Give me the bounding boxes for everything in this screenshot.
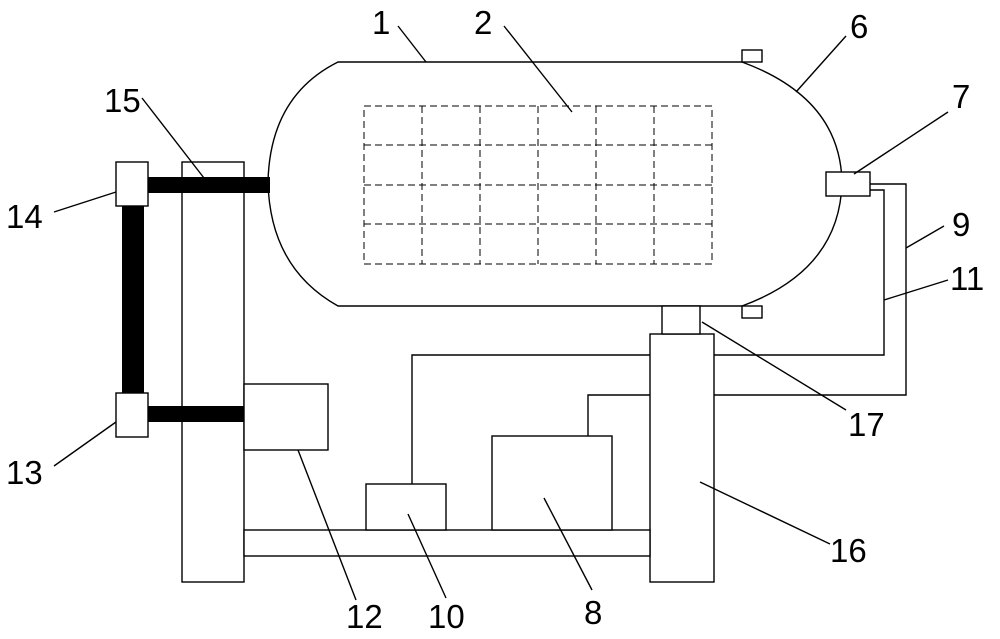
pipe-11 xyxy=(411,189,885,484)
label-13: 13 xyxy=(6,454,43,491)
label-2: 2 xyxy=(474,4,492,41)
box-12 xyxy=(243,383,329,451)
tank-vessel xyxy=(267,61,843,307)
base-frame xyxy=(243,529,651,557)
box-8 xyxy=(491,435,613,531)
label-9: 9 xyxy=(952,206,970,243)
label-15: 15 xyxy=(104,82,141,119)
pipe-9 xyxy=(587,183,907,436)
label-17: 17 xyxy=(848,406,885,443)
box-10 xyxy=(365,483,447,531)
label-16: 16 xyxy=(830,532,867,569)
label-14: 14 xyxy=(6,198,43,235)
label-8: 8 xyxy=(584,594,602,631)
label-6: 6 xyxy=(850,8,868,45)
outlet-nozzle xyxy=(825,171,871,197)
top-flange xyxy=(741,49,763,63)
joint-block-14 xyxy=(115,161,149,207)
label-7: 7 xyxy=(952,78,970,115)
left-support-column xyxy=(181,161,245,583)
vertical-connecting-arm xyxy=(122,200,144,396)
label-1: 1 xyxy=(372,4,390,41)
upper-connecting-arm xyxy=(148,177,270,193)
label-12: 12 xyxy=(346,598,383,635)
bottom-flange xyxy=(741,305,763,319)
label-10: 10 xyxy=(428,598,465,635)
label-11: 11 xyxy=(950,260,984,297)
leader-lines xyxy=(53,25,949,601)
right-support-column xyxy=(649,333,715,583)
joint-block-13 xyxy=(115,392,149,438)
lower-connecting-arm xyxy=(148,406,244,422)
support-block xyxy=(661,305,701,335)
internal-rack-grid xyxy=(363,105,713,265)
